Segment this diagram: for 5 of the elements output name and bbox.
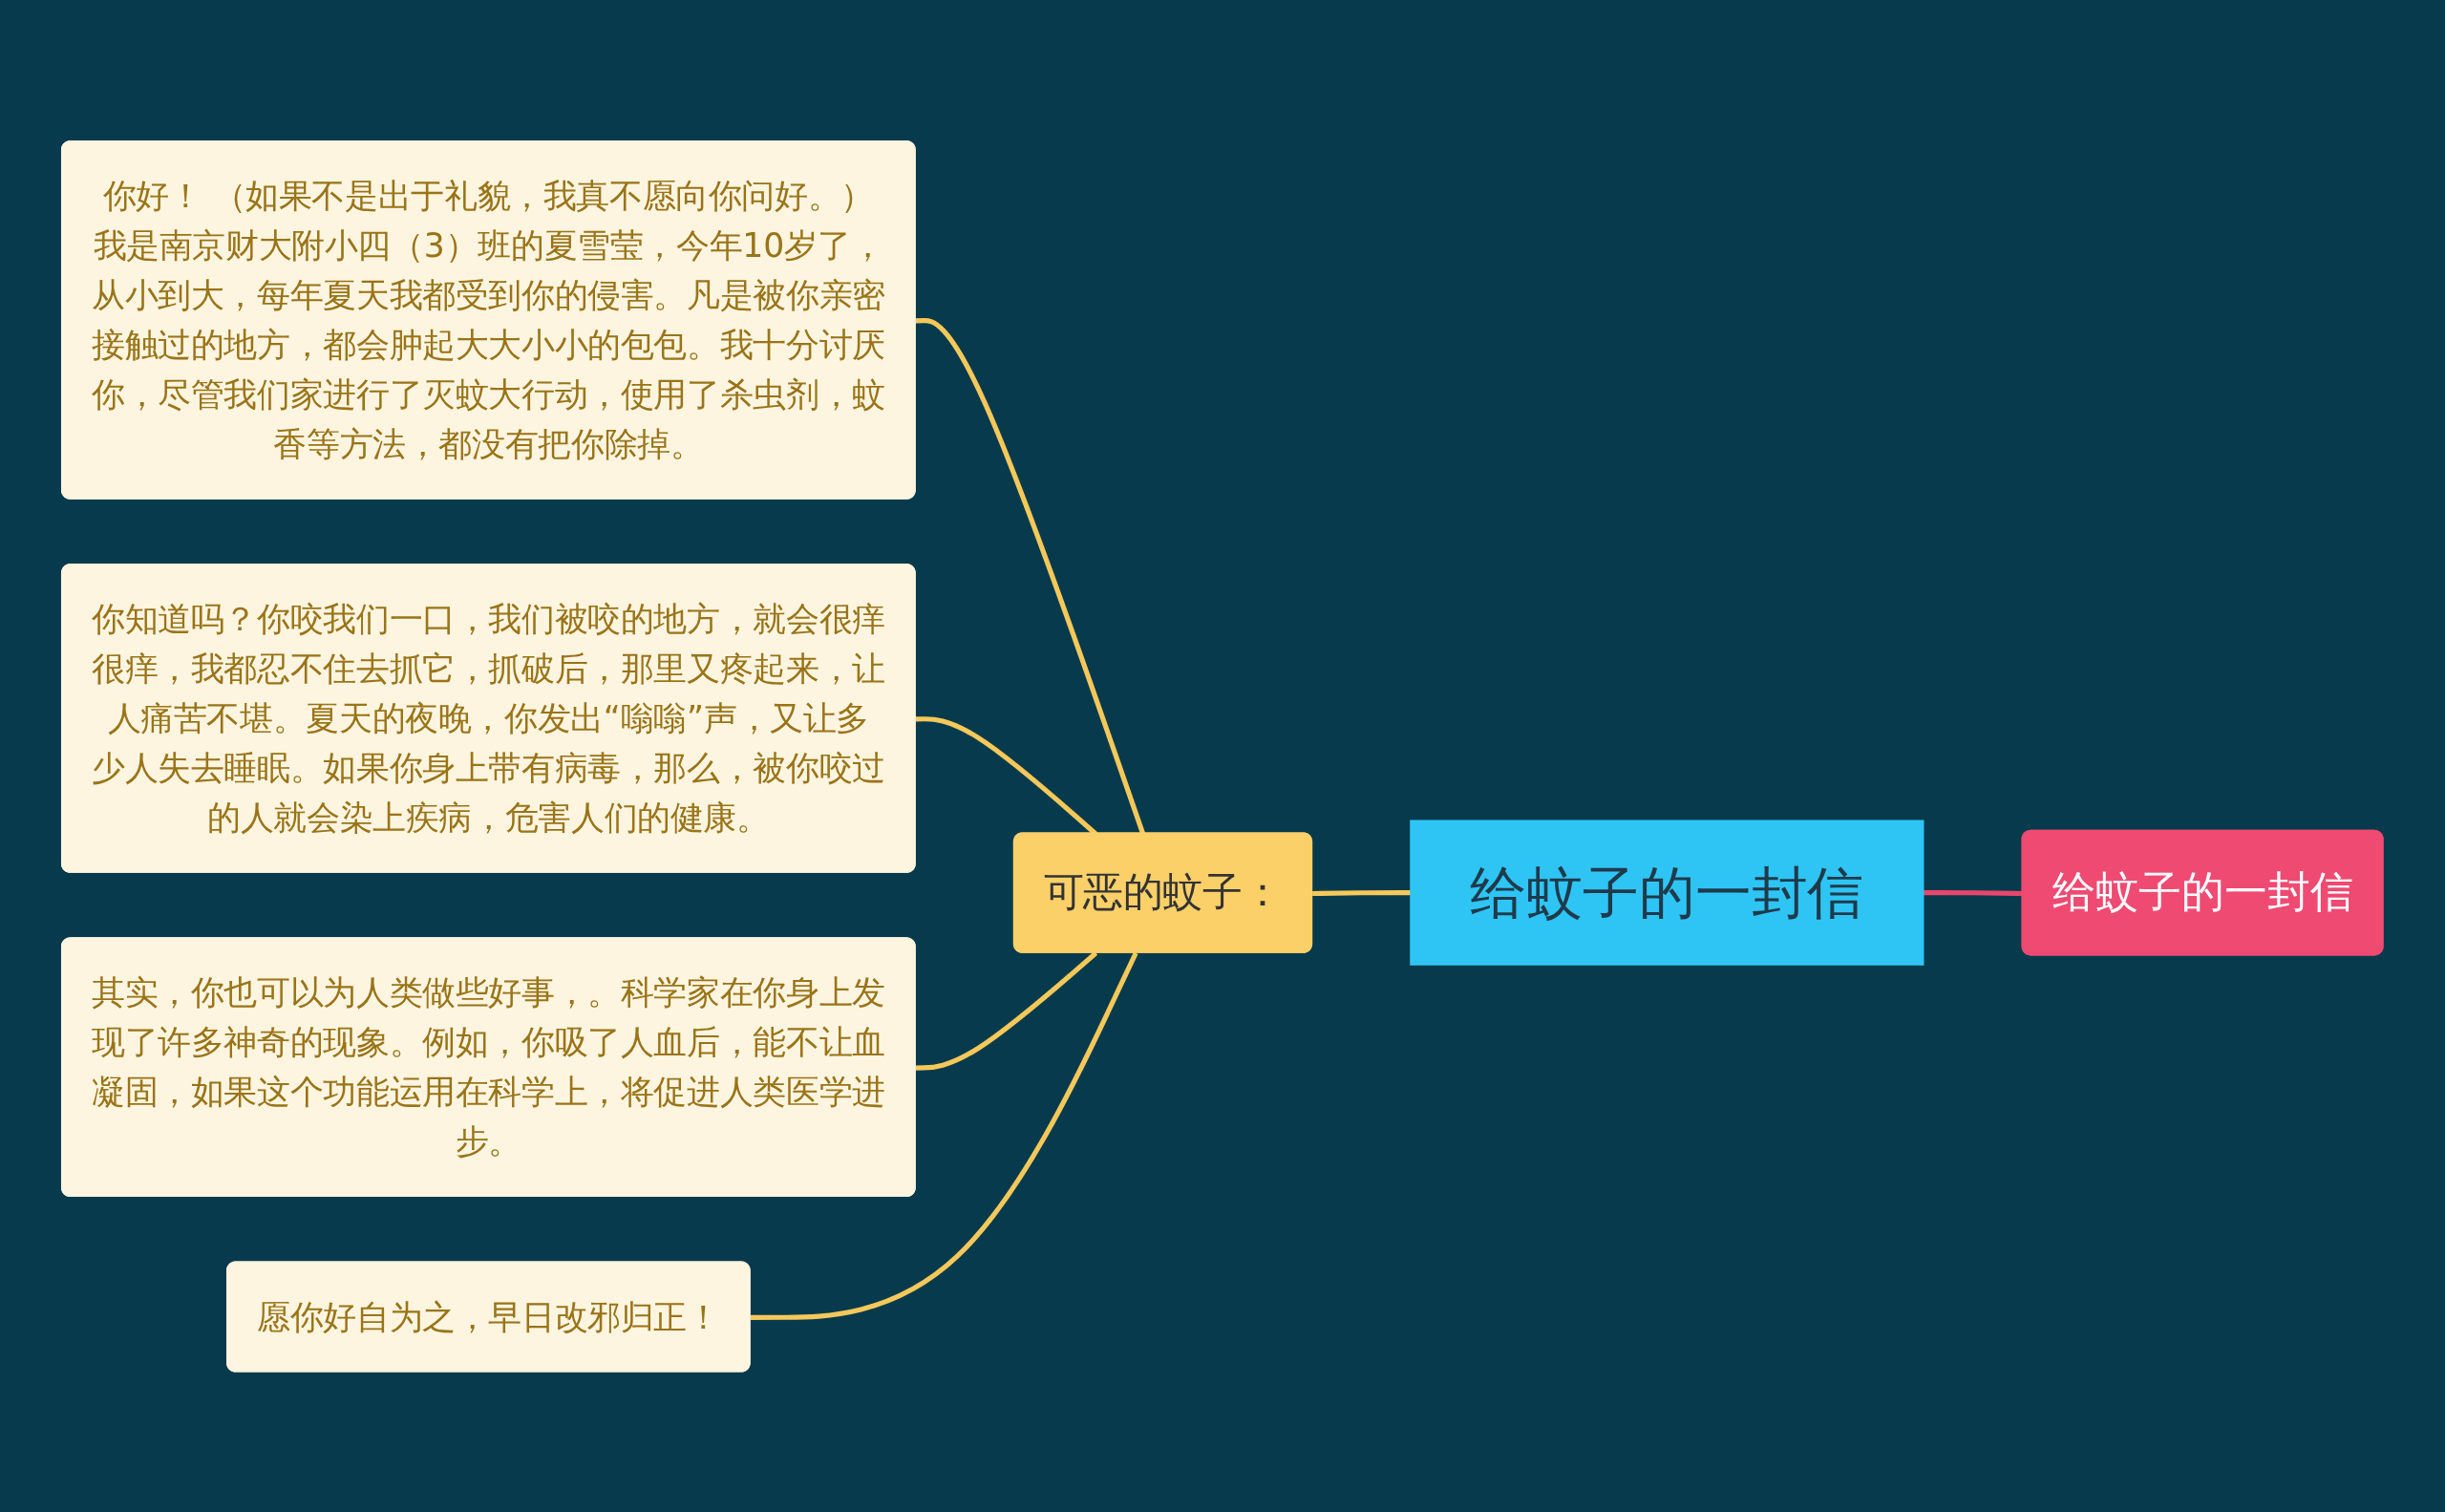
connector [1312, 889, 1412, 896]
connector [750, 951, 1138, 1320]
connector [915, 950, 1098, 1071]
connector [1923, 889, 2024, 896]
node-box: 给蚊子的一封信 [1410, 820, 1924, 966]
